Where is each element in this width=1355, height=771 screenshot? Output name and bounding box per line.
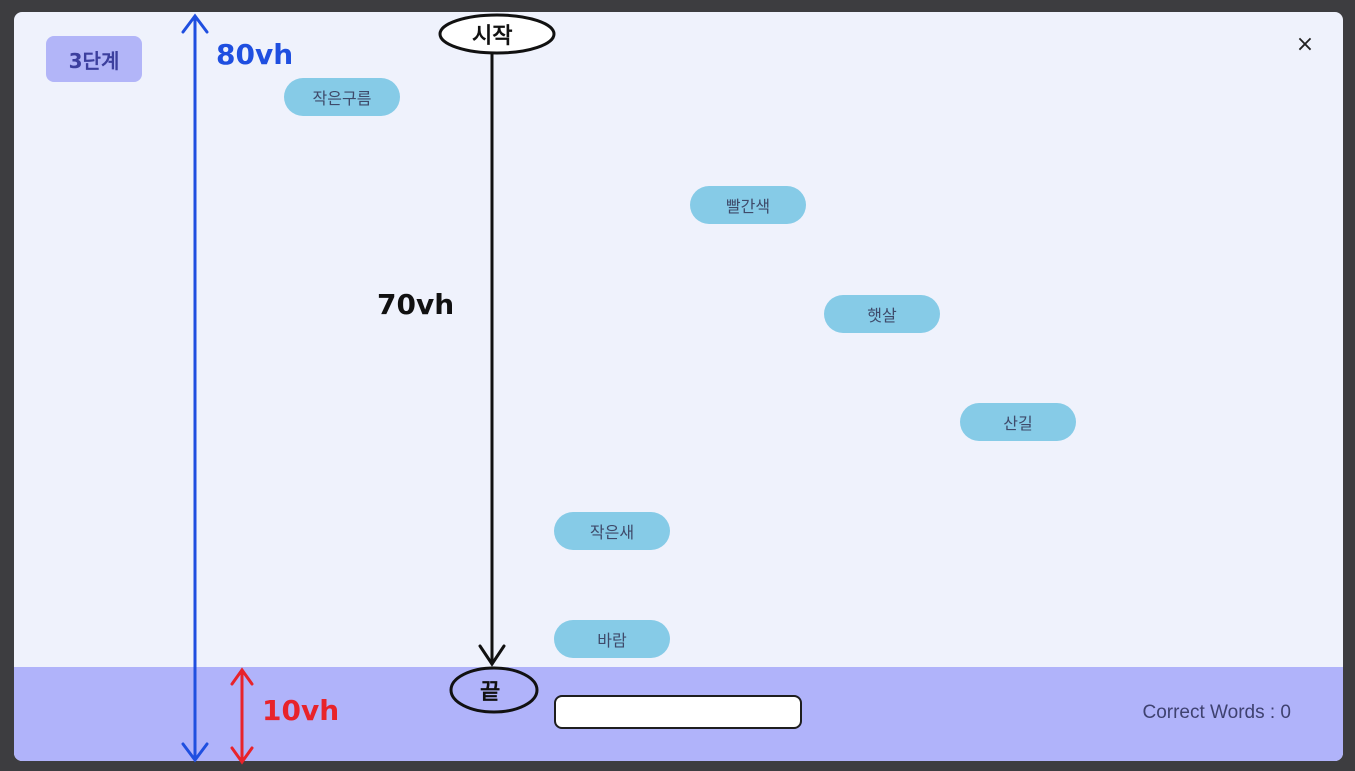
falling-word: 햇살 xyxy=(824,295,940,333)
falling-word: 작은새 xyxy=(554,512,670,550)
correct-words-counter: Correct Words : 0 xyxy=(1142,702,1291,723)
answer-input[interactable] xyxy=(554,695,802,729)
falling-word: 바람 xyxy=(554,620,670,658)
game-modal: 3단계 × 작은구름 빨간색 햇살 산길 작은새 바람 Correct Word… xyxy=(14,12,1343,761)
falling-word: 작은구름 xyxy=(284,78,400,116)
fall-height-label: 70vh xyxy=(377,288,455,321)
falling-word: 산길 xyxy=(960,403,1076,441)
start-label: 시작 xyxy=(472,24,513,49)
bottom-bar: Correct Words : 0 xyxy=(14,667,1343,761)
end-label: 끝 xyxy=(480,680,501,705)
total-height-label: 80vh xyxy=(216,38,294,71)
level-badge: 3단계 xyxy=(46,36,142,82)
bar-height-label: 10vh xyxy=(262,694,340,727)
close-button[interactable]: × xyxy=(1295,31,1315,57)
falling-word: 빨간색 xyxy=(690,186,806,224)
